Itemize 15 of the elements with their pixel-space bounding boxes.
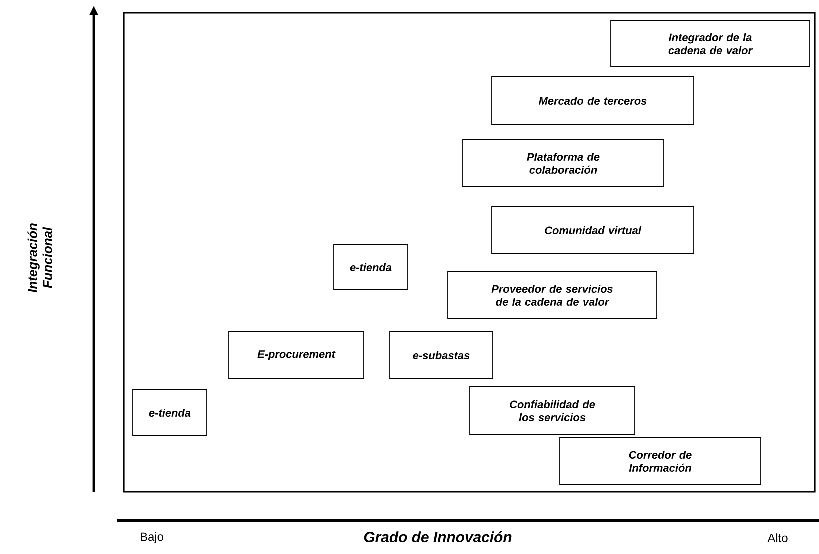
label-box: Plataforma de colaboración: [462, 140, 664, 188]
label-box: e-tienda: [334, 244, 408, 290]
label-box: Proveedor de servicios de la cadena de valor: [448, 272, 658, 320]
label-box: E-procurement: [228, 332, 364, 380]
axis-end-label: Alto: [768, 534, 788, 542]
label-box: e-subastas: [390, 332, 494, 380]
label-box: Corredor de Información: [560, 438, 762, 486]
axis-end-label: Bajo: [141, 532, 164, 544]
label-box: Integrador de la cadena de valor: [610, 20, 810, 68]
label-box: e-tienda: [132, 390, 208, 436]
label-box: Comunidad virtual: [492, 206, 694, 254]
label-box: Confiabilidad de los servicios: [470, 386, 636, 436]
axis-title: Integración Funcional: [28, 224, 52, 293]
label-box: Mercado de terceros: [492, 76, 694, 126]
axis-title: Grado de Innovación: [364, 531, 512, 543]
